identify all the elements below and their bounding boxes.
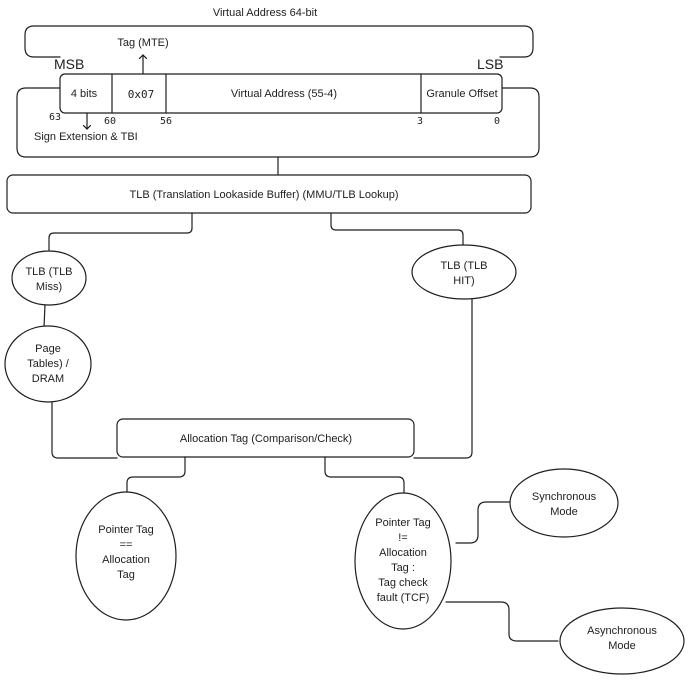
connector-tlb-hit <box>330 212 464 247</box>
page-tables-node <box>4 325 92 403</box>
tag-match-line: Allocation <box>102 554 150 566</box>
connector-check-match <box>126 456 186 494</box>
sync-mode-line: Synchronous <box>532 491 597 503</box>
tag-mismatch-node <box>354 492 452 630</box>
connector-mismatch-sync <box>455 501 511 544</box>
tag-mte-label: Tag (MTE) <box>117 37 168 49</box>
allocation-check-label: Allocation Tag (Comparison/Check) <box>180 433 352 445</box>
tag-match-line: Pointer Tag <box>98 524 153 536</box>
connector-hit-check <box>413 298 473 459</box>
field-tag-value: 0x07 <box>128 88 155 101</box>
page-tables-line: DRAM <box>32 373 64 385</box>
tag-mismatch-line: Allocation <box>379 547 427 559</box>
tag-match-node <box>75 491 177 621</box>
connector-tlb-miss <box>48 212 193 251</box>
sync-mode-line: Mode <box>550 506 578 518</box>
async-mode-line: Asynchronous <box>587 625 657 637</box>
page-tables-line: Page <box>35 343 61 355</box>
connector-pagetables-check <box>51 401 118 459</box>
connector-check-mismatch <box>324 456 405 496</box>
tlb-miss-line: Miss) <box>36 281 62 293</box>
page-tables-line: Tables) / <box>27 358 70 370</box>
field-virtual-address: Virtual Address (55-4) <box>231 88 337 100</box>
tlb-miss-line: TLB (TLB <box>25 266 72 278</box>
lsb-label: LSB <box>477 56 503 72</box>
address-field-box <box>59 73 503 114</box>
diagram-title: Virtual Address 64-bit <box>213 7 317 19</box>
top-brace <box>24 25 534 58</box>
bit-position-label: 63 <box>49 112 61 123</box>
bit-position-label: 0 <box>494 116 500 127</box>
tag-mismatch-line: Tag : <box>391 562 415 574</box>
tag-mismatch-line: fault (TCF) <box>377 592 430 604</box>
field-granule-offset: Granule Offset <box>426 88 497 100</box>
bit-position-label: 56 <box>160 116 172 127</box>
tlb-hit-node <box>411 244 517 300</box>
tag-mismatch-line: Tag check <box>378 577 428 589</box>
bit-position-label: 3 <box>417 116 423 127</box>
connector-mismatch-async <box>445 601 559 642</box>
tag-match-line: == <box>120 539 133 551</box>
bit-position-label: 60 <box>104 116 116 127</box>
msb-label: MSB <box>54 56 84 72</box>
allocation-check-box <box>116 418 415 458</box>
tlb-label: TLB (Translation Lookaside Buffer) (MMU/… <box>129 189 398 201</box>
async-mode-line: Mode <box>608 640 636 652</box>
async-mode-node <box>559 607 685 675</box>
field-top-bits: 4 bits <box>71 88 98 100</box>
tlb-miss-node <box>11 250 87 306</box>
tlb-hit-line: HIT) <box>453 275 474 287</box>
tag-mismatch-line: Pointer Tag <box>375 517 430 529</box>
tag-mismatch-line: != <box>398 532 407 544</box>
sign-extension-label: Sign Extension & TBI <box>34 131 138 143</box>
tlb-hit-line: TLB (TLB <box>440 260 487 272</box>
connector-miss-pagetables <box>43 304 46 328</box>
tag-match-line: Tag <box>117 569 135 581</box>
sync-mode-node <box>509 468 619 538</box>
tlb-box <box>6 174 532 214</box>
